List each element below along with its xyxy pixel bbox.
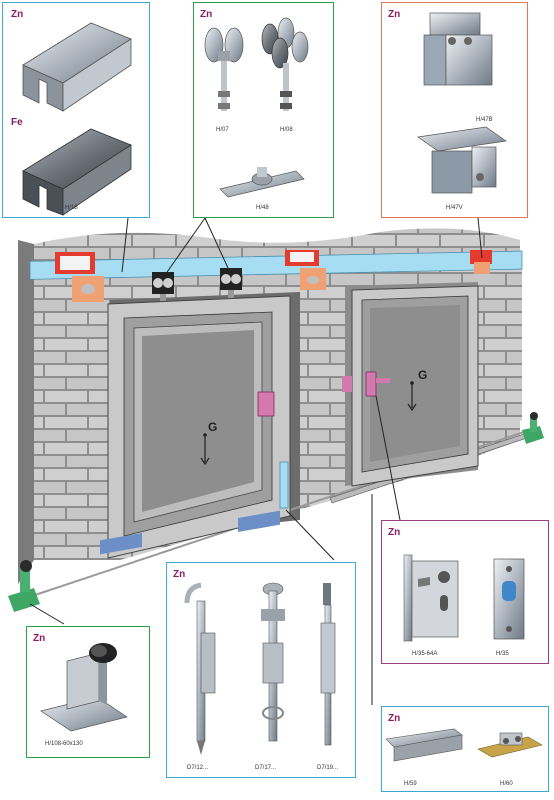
leader-lines [29,217,483,705]
code-d7-12: D7/12... [187,765,208,771]
code-d7-17: D7/17... [255,765,276,771]
floor-guide-icon [385,728,463,762]
rail-profiles-panel: Zn Fe H/18 [2,2,150,218]
code-h47v: H/47V [446,205,463,211]
bolts-panel: Zn D7/12... D7/17... D7/19... [166,562,356,778]
floor-guides-panel: Zn H/59 H/60 [381,706,549,792]
trolley-icon [261,17,309,111]
material-label: Zn [388,527,400,538]
lock-icon [493,558,525,640]
code-h47b: H/47B [476,117,493,123]
code-h108: H/108-60x130 [45,741,83,747]
code-h48: H/48 [256,205,269,211]
bracket-plate-icon [219,167,305,198]
door-stop-panel: Zn H/108-60x130 [26,626,150,758]
code-h18: H/18 [65,205,78,211]
code-h60: H/60 [500,781,513,787]
gravity-label-right: G [418,368,427,382]
brackets-panel: Zn H/47B H/47V [381,2,528,218]
code-h59: H/59 [404,781,417,787]
bolt-icon [320,583,336,746]
material-label-zn: Zn [11,9,23,20]
trolleys-panel: Zn H/07 H/08 H/48 [193,2,334,218]
material-label: Zn [388,713,400,724]
code-h35-64a: H/35-64A [412,651,437,657]
floor-guide-icon [477,732,543,758]
material-label: Zn [33,633,45,644]
trolley-icon [204,27,244,111]
rail-profile-icon [22,128,132,216]
material-label: Zn [173,569,185,580]
bolt-icon [184,582,216,755]
door-trolleys [152,268,242,306]
code-d7-19: D7/19... [317,765,338,771]
door-stop-icon [40,643,128,732]
code-h07: H/07 [216,127,229,133]
sliding-door-right: G [342,285,479,487]
gravity-label-left: G [208,420,217,434]
bolt-icon [261,582,285,742]
code-h08: H/08 [280,127,293,133]
locks-panel: Zn H/35-64A H/35 [381,520,549,664]
bracket-icon [423,12,493,86]
material-label-fe: Fe [11,117,23,128]
lock-icon [403,554,459,642]
rail-brackets [55,250,492,302]
bracket-icon [417,126,507,194]
rail-profile-icon [22,22,132,112]
floor-door-stops [8,412,544,612]
material-label: Zn [388,9,400,20]
code-h35: H/35 [496,651,509,657]
material-label: Zn [200,9,212,20]
sliding-door-left: G [100,295,291,559]
